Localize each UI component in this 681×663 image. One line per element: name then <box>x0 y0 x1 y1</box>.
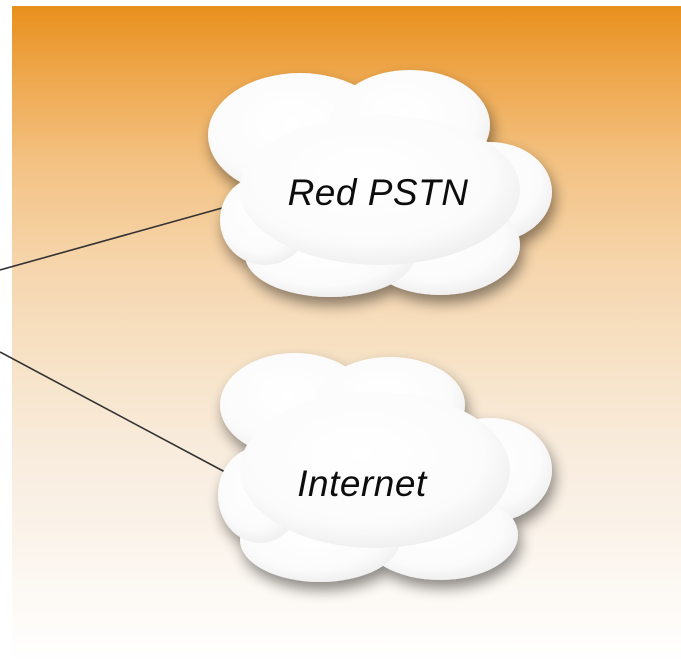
cloud-label-internet: Internet <box>297 463 428 504</box>
cloud-internet: Internet <box>218 353 552 582</box>
cloud-red-pstn: Red PSTN <box>208 70 552 297</box>
connector-line-pstn <box>0 202 241 271</box>
connector-line-internet <box>0 351 241 481</box>
cloud-label-pstn: Red PSTN <box>288 172 469 213</box>
